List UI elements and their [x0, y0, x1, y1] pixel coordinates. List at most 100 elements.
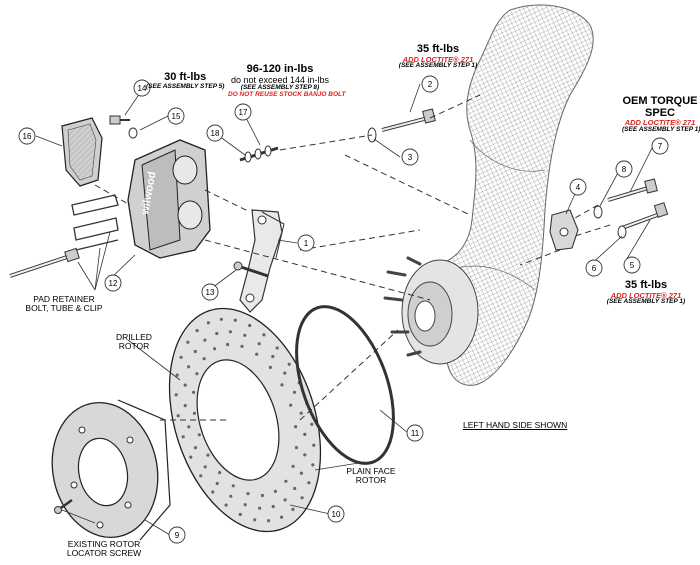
caliper: wilwood [127, 139, 211, 259]
callout-number: 4 [576, 183, 581, 192]
callout-number: 16 [23, 132, 32, 141]
oem-torque-label: OEM TORQUE SPEC ADD LOCTITE® 271 (SEE AS… [622, 95, 700, 133]
rotor-drill-hole [175, 373, 179, 377]
plain-face-rotor-caption: PLAIN FACE ROTOR [346, 466, 396, 485]
rotor-drill-hole [248, 323, 252, 328]
callout-number: 13 [206, 288, 215, 297]
rotor-drill-hole [203, 338, 207, 342]
callout-9: 9 [168, 526, 186, 544]
rotor-drill-hole [300, 496, 304, 500]
rotor-drill-hole [224, 503, 228, 507]
callout-4: 4 [569, 178, 587, 196]
rotor-drill-hole [226, 342, 230, 347]
callout-5: 5 [623, 256, 641, 274]
rotor-drill-hole [219, 317, 223, 321]
rotor-hat [51, 399, 171, 541]
rotor-drill-hole [202, 357, 206, 361]
side-note: LEFT HAND SIDE SHOWN [463, 420, 568, 430]
rotor-drill-hole [303, 453, 307, 457]
callout-11: 11 [406, 424, 424, 442]
retaining-ring [295, 305, 395, 465]
rotor-drill-hole [310, 422, 314, 426]
rotor-drill-hole [271, 504, 275, 509]
washer-6 [617, 225, 627, 239]
rotor-drill-hole [268, 365, 272, 369]
callout-2: 2 [421, 75, 439, 93]
spacer-4 [549, 209, 579, 251]
bolt-7 [607, 178, 658, 202]
bolt-2 [381, 108, 436, 132]
callout-number: 18 [211, 129, 220, 138]
brake-pad [61, 117, 103, 187]
wheel-hub [383, 256, 479, 365]
callout-number: 5 [630, 261, 635, 270]
rotor-drill-hole [240, 344, 244, 348]
rotor-drill-hole [257, 342, 261, 346]
caliper-mounting-bracket [239, 209, 285, 313]
rotor-drill-hole [280, 515, 284, 519]
rotor-drill-hole [293, 486, 297, 491]
rotor-drill-hole [294, 446, 298, 450]
rotor-drill-hole [186, 340, 190, 344]
rotor-drill-hole [195, 372, 199, 376]
locator-screw [54, 498, 73, 514]
torque-96-label: 96-120 in-lbs do not exceed 144 in-lbs (… [228, 63, 346, 98]
callout-number: 15 [172, 112, 181, 121]
washer-8 [593, 205, 603, 219]
rotor-drill-hole [228, 330, 232, 334]
rotor-drill-hole [233, 318, 237, 322]
rotor-drill-hole [243, 333, 247, 337]
callout-15: 15 [167, 107, 185, 125]
callout-number: 7 [658, 142, 663, 151]
rotor-drill-hole [183, 404, 187, 408]
callout-13: 13 [201, 283, 219, 301]
rotor-drill-hole [303, 432, 307, 436]
rotor-drill-hole [291, 464, 295, 468]
rotor-drill-hole [289, 403, 293, 407]
torque-30-label: 30 ft-lbs (SEE ASSEMBLY STEP 5) [146, 71, 225, 90]
rotor-drill-hole [179, 355, 183, 359]
callout-number: 11 [411, 429, 420, 438]
pad-retainer-bolt [9, 247, 80, 278]
rotor-drill-hole [187, 425, 191, 429]
rotor-drill-hole [283, 371, 287, 375]
rotor-drill-hole [203, 465, 207, 469]
callout-12: 12 [104, 274, 122, 292]
rotor-drill-hole [307, 481, 311, 485]
callout-number: 8 [622, 165, 627, 174]
rotor-drill-hole [271, 354, 275, 359]
bleeder-screw [109, 115, 130, 125]
callout-number: 6 [592, 264, 597, 273]
washer-15 [128, 127, 138, 139]
rotor-drill-hole [231, 484, 235, 488]
rotor-drill-hole [174, 393, 178, 397]
callout-17: 17 [234, 103, 252, 121]
rotor-drill-hole [243, 503, 247, 507]
rotor-drill-hole [299, 411, 303, 415]
callout-number: 9 [175, 531, 180, 540]
rotor-drill-hole [287, 362, 291, 366]
callout-number: 12 [109, 279, 118, 288]
locator-screw-caption: EXISTING ROTOR LOCATOR SCREW [66, 539, 142, 558]
rotor-drill-hole [192, 390, 196, 394]
rotor-drill-hole [187, 365, 191, 369]
callout-16: 16 [18, 127, 36, 145]
callout-18: 18 [206, 124, 224, 142]
rotor-drill-hole [267, 519, 271, 523]
callout-number: 1 [304, 239, 309, 248]
rotor-drill-hole [273, 489, 277, 493]
callout-6: 6 [585, 259, 603, 277]
callout-number: 10 [332, 510, 341, 519]
rotor-drill-hole [283, 498, 287, 502]
callout-10: 10 [327, 505, 345, 523]
rotor-drill-hole [260, 493, 264, 498]
callout-number: 14 [138, 84, 147, 93]
pad-retainer-caption: PAD RETAINER BOLT, TUBE & CLIP [25, 294, 103, 313]
callout-number: 17 [239, 108, 248, 117]
rotor-drill-hole [238, 512, 242, 517]
rotor-drill-hole [199, 474, 203, 478]
rotor-drill-hole [197, 433, 201, 437]
bracket-bolt-13 [233, 261, 269, 278]
